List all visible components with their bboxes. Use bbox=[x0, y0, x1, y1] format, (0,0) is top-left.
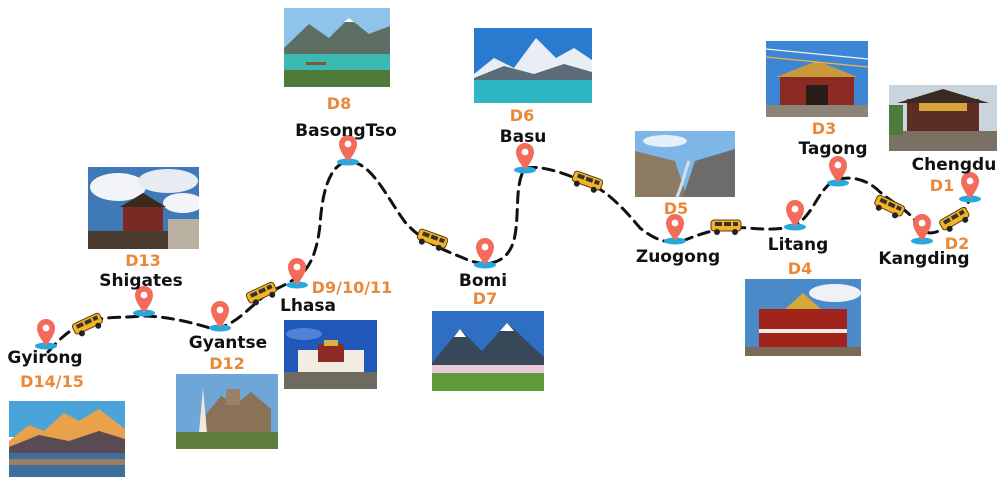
photo-bomi-peaks bbox=[432, 311, 544, 391]
day-label-basongtso: D8 bbox=[326, 94, 352, 113]
car-icon bbox=[416, 228, 449, 251]
day-label-basu: D6 bbox=[509, 106, 535, 125]
photo-litang-monastery bbox=[745, 279, 861, 356]
photo-lhasa-palace bbox=[284, 320, 377, 389]
day-label-lhasa: D9/10/11 bbox=[311, 278, 393, 297]
photo-shigates-monastery bbox=[88, 167, 199, 249]
pin-litang bbox=[784, 200, 806, 231]
pin-gyirong bbox=[35, 319, 57, 350]
stop-name-litang: Litang bbox=[767, 235, 829, 255]
stop-name-basu: Basu bbox=[499, 127, 547, 147]
photo-basongtso-lake bbox=[284, 8, 390, 87]
day-label-tagong: D3 bbox=[811, 119, 837, 138]
stop-name-shigates: Shigates bbox=[99, 271, 183, 291]
day-label-gyirong: D14/15 bbox=[20, 372, 84, 391]
day-label-gyantse: D12 bbox=[209, 354, 245, 373]
photo-gyantse-fortress bbox=[176, 374, 278, 449]
day-label-litang: D4 bbox=[787, 259, 813, 278]
car-icon bbox=[710, 219, 742, 235]
pin-tagong bbox=[827, 156, 849, 187]
pin-chengdu bbox=[959, 172, 981, 203]
photo-chengdu-temple bbox=[889, 85, 997, 151]
day-label-kangding: D2 bbox=[944, 234, 970, 253]
stop-name-bomi: Bomi bbox=[458, 271, 508, 291]
car-icon bbox=[939, 207, 970, 232]
stop-name-gyirong: Gyirong bbox=[7, 348, 83, 368]
day-label-bomi: D7 bbox=[472, 289, 498, 308]
photo-zuogong-valley bbox=[635, 131, 735, 197]
stop-name-lhasa: Lhasa bbox=[280, 296, 336, 316]
photo-basu-glacier-lake bbox=[474, 28, 592, 103]
photo-tagong-temple bbox=[766, 41, 868, 117]
car-icon bbox=[874, 194, 906, 219]
pin-kangding bbox=[911, 214, 933, 245]
pin-bomi bbox=[474, 238, 496, 269]
pin-zuogong bbox=[664, 214, 686, 245]
stop-name-basongtso: BasongTso bbox=[295, 121, 397, 141]
day-label-shigates: D13 bbox=[125, 251, 161, 270]
photo-gyirong-mountain bbox=[9, 401, 125, 477]
stop-name-tagong: Tagong bbox=[798, 139, 868, 159]
stop-name-zuogong: Zuogong bbox=[635, 247, 721, 267]
pin-basu bbox=[514, 143, 536, 174]
stop-name-gyantse: Gyantse bbox=[188, 333, 268, 353]
car-icon bbox=[245, 281, 277, 306]
car-icon bbox=[571, 170, 604, 193]
stop-name-chengdu: Chengdu bbox=[911, 155, 997, 175]
day-label-chengdu: D1 bbox=[929, 176, 955, 195]
pin-shigates bbox=[133, 286, 155, 317]
pin-basongtso bbox=[337, 135, 359, 166]
pin-gyantse bbox=[209, 301, 231, 332]
stop-name-kangding: Kangding bbox=[878, 249, 970, 269]
day-label-zuogong: D5 bbox=[663, 199, 689, 218]
route-line bbox=[46, 160, 974, 354]
pin-lhasa bbox=[286, 258, 308, 289]
car-icon bbox=[71, 312, 103, 337]
